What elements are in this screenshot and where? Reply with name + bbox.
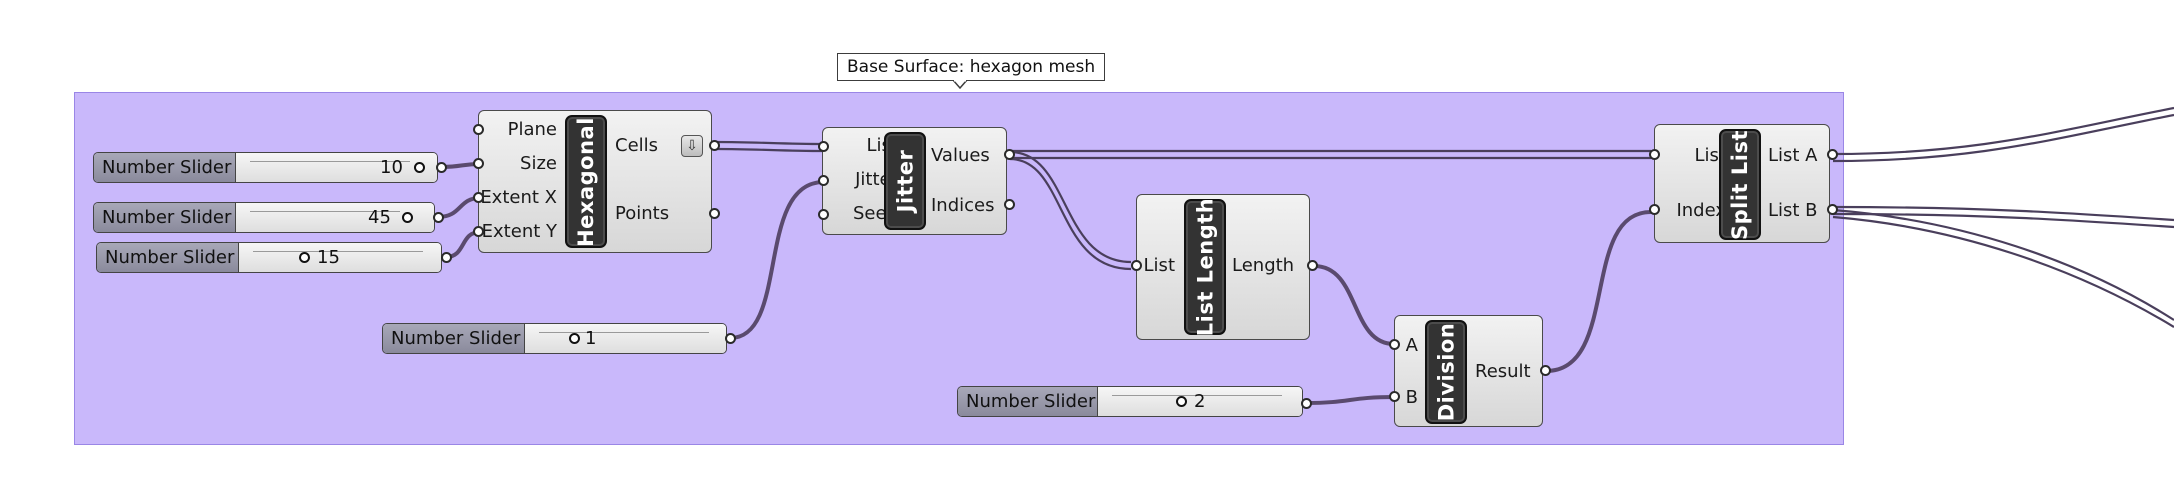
input-plane[interactable]: Plane — [507, 119, 557, 140]
number-slider-extent-y[interactable]: Number Slider 15 — [96, 242, 442, 273]
division-b-grip[interactable] — [1389, 391, 1400, 402]
slider-rail[interactable]: 45 — [236, 203, 434, 232]
output-list-a[interactable]: List A — [1768, 145, 1818, 166]
slider-ticks — [1112, 395, 1282, 402]
slider-knob[interactable] — [414, 162, 425, 173]
input-a[interactable]: A — [1405, 335, 1418, 356]
jitter-nickname[interactable]: Jitter — [884, 132, 926, 230]
input-list[interactable]: List — [1694, 145, 1726, 166]
wire-lista-out[interactable] — [1832, 106, 2174, 156]
input-b[interactable]: B — [1405, 387, 1418, 408]
hexagonal-points-grip[interactable] — [709, 208, 720, 219]
slider-label: Number Slider — [94, 203, 236, 232]
input-index[interactable]: Index — [1676, 200, 1726, 221]
slider-value: 15 — [317, 247, 340, 268]
slider-knob[interactable] — [1176, 396, 1187, 407]
hexagonal-nickname[interactable]: Hexagonal — [565, 115, 607, 248]
listlength-list-grip[interactable] — [1131, 260, 1142, 271]
jitter-seed-grip[interactable] — [818, 209, 829, 220]
slider-output-grip[interactable] — [725, 333, 736, 344]
splitlist-listb-grip[interactable] — [1827, 204, 1838, 215]
division-component[interactable]: A B Division Result — [1394, 315, 1543, 427]
slider-rail[interactable]: 10 — [236, 153, 437, 182]
slider-rail[interactable]: 2 — [1098, 387, 1302, 416]
jitter-list-grip[interactable] — [818, 141, 829, 152]
wire-listb-out-2[interactable] — [1832, 208, 2174, 321]
number-slider-size[interactable]: Number Slider 10 — [93, 152, 438, 183]
split-list-nickname[interactable]: Split List — [1719, 129, 1761, 240]
slider-output-grip[interactable] — [436, 162, 447, 173]
group-tooltip: Base Surface: hexagon mesh — [837, 53, 1106, 81]
splitlist-lista-grip[interactable] — [1827, 149, 1838, 160]
slider-value: 2 — [1194, 391, 1206, 412]
split-list-component[interactable]: List Index Split List List A List B — [1654, 124, 1830, 243]
jitter-indices-grip[interactable] — [1004, 199, 1015, 210]
slider-label: Number Slider — [97, 243, 239, 272]
expand-arrow-icon[interactable]: ⇩ — [681, 135, 703, 157]
output-points[interactable]: Points — [615, 203, 670, 224]
slider-ticks — [253, 251, 423, 258]
slider-label: Number Slider — [94, 153, 236, 182]
wire-listb-out-1[interactable] — [1832, 205, 2174, 222]
output-result[interactable]: Result — [1475, 361, 1531, 382]
slider-knob[interactable] — [569, 333, 580, 344]
slider-output-grip[interactable] — [433, 212, 444, 223]
input-list[interactable]: List — [1143, 255, 1175, 276]
hexagonal-extentx-grip[interactable] — [473, 192, 484, 203]
number-slider-division-b[interactable]: Number Slider 2 — [957, 386, 1303, 417]
slider-knob[interactable] — [299, 252, 310, 263]
division-nickname[interactable]: Division — [1425, 320, 1467, 424]
jitter-values-grip[interactable] — [1004, 149, 1015, 160]
output-length[interactable]: Length — [1232, 255, 1295, 276]
output-list-b[interactable]: List B — [1768, 200, 1818, 221]
number-slider-extent-x[interactable]: Number Slider 45 — [93, 202, 435, 233]
hexagonal-cells-grip[interactable] — [709, 140, 720, 151]
output-values[interactable]: Values — [931, 145, 990, 166]
division-result-grip[interactable] — [1540, 365, 1551, 376]
input-size[interactable]: Size — [520, 153, 557, 174]
jitter-jitter-grip[interactable] — [818, 175, 829, 186]
input-extent-x[interactable]: Extent X — [480, 187, 557, 208]
output-cells[interactable]: Cells — [615, 135, 659, 156]
listlength-length-grip[interactable] — [1307, 260, 1318, 271]
slider-label: Number Slider — [958, 387, 1098, 416]
division-a-grip[interactable] — [1389, 339, 1400, 350]
output-indices[interactable]: Indices — [931, 195, 995, 216]
slider-output-grip[interactable] — [1301, 398, 1312, 409]
hexagonal-size-grip[interactable] — [473, 158, 484, 169]
input-extent-y[interactable]: Extent Y — [481, 221, 557, 242]
slider-value: 10 — [380, 157, 403, 178]
list-length-component[interactable]: List List Length Length — [1136, 194, 1310, 340]
number-slider-jitter[interactable]: Number Slider 1 — [382, 323, 727, 354]
splitlist-index-grip[interactable] — [1649, 204, 1660, 215]
slider-knob[interactable] — [402, 212, 413, 223]
slider-value: 45 — [368, 207, 391, 228]
slider-ticks — [539, 332, 709, 339]
slider-value: 1 — [585, 328, 597, 349]
slider-label: Number Slider — [383, 324, 525, 353]
slider-ticks — [250, 211, 400, 218]
slider-output-grip[interactable] — [441, 252, 452, 263]
hexagonal-extenty-grip[interactable] — [473, 226, 484, 237]
hexagonal-component[interactable]: Plane Size Extent X Extent Y Hexagonal C… — [478, 110, 712, 253]
jitter-component[interactable]: List Jitter Seed Jitter Values Indices — [822, 127, 1007, 235]
slider-rail[interactable]: 15 — [239, 243, 441, 272]
tooltip-tail — [953, 80, 967, 89]
list-length-nickname[interactable]: List Length — [1184, 198, 1226, 336]
slider-rail[interactable]: 1 — [525, 324, 726, 353]
splitlist-list-grip[interactable] — [1649, 149, 1660, 160]
hexagonal-plane-grip[interactable] — [473, 124, 484, 135]
slider-ticks — [250, 161, 410, 168]
